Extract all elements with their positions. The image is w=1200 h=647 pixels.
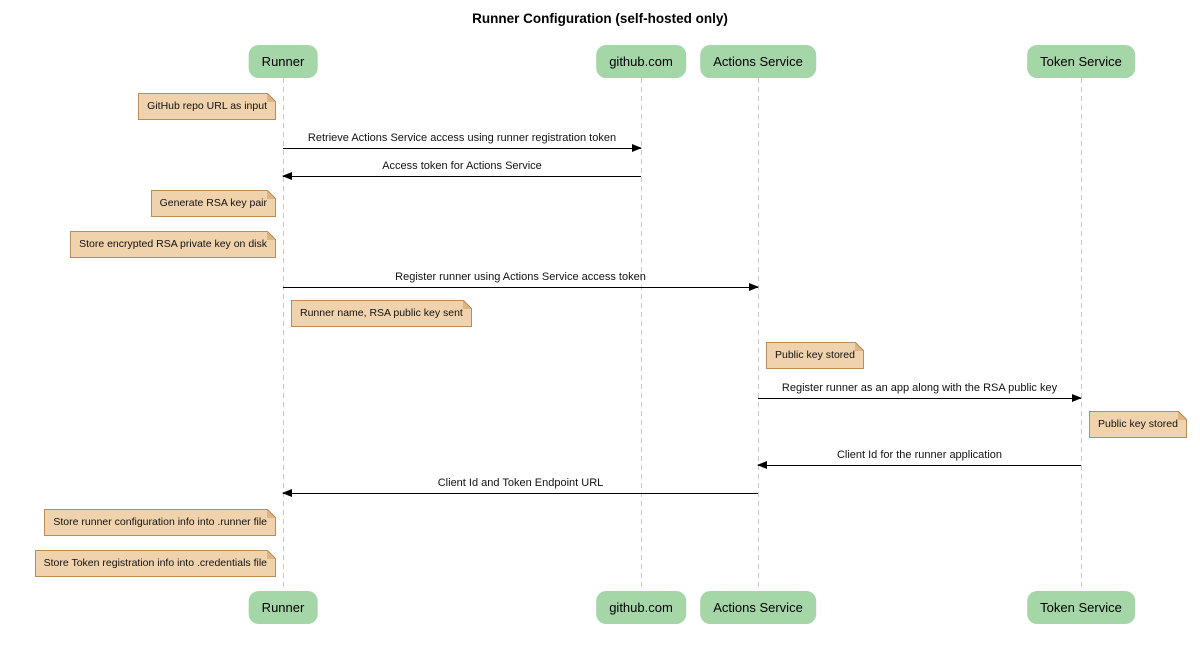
message-label: Retrieve Actions Service access using ru…: [307, 132, 617, 144]
message-line: [282, 489, 758, 497]
participant-runner-bottom: Runner: [248, 591, 318, 624]
arrowhead-left-icon: [282, 172, 292, 180]
message-arrow-register-runner: Register runner using Actions Service ac…: [283, 270, 759, 291]
diagram-title: Runner Configuration (self-hosted only): [472, 11, 728, 26]
participant-token-top: Token Service: [1027, 45, 1135, 78]
message-arrow-register-app: Register runner as an app along with the…: [758, 381, 1082, 402]
message-label: Access token for Actions Service: [382, 160, 542, 172]
participant-token-bottom: Token Service: [1027, 591, 1135, 624]
message-arrow-client-id-endpoint: Client Id and Token Endpoint URL: [282, 476, 758, 497]
arrowhead-right-icon: [1072, 394, 1082, 402]
message-arrow-retrieve-access: Retrieve Actions Service access using ru…: [283, 131, 642, 152]
message-line: [283, 283, 759, 291]
lifeline-runner: [283, 78, 284, 591]
participant-github-bottom: github.com: [596, 591, 686, 624]
note-github-repo-url: GitHub repo URL as input: [138, 93, 276, 120]
arrowhead-right-icon: [749, 283, 759, 291]
message-line: [758, 394, 1082, 402]
message-arrow-access-token: Access token for Actions Service: [282, 159, 641, 180]
message-label: Client Id for the runner application: [836, 449, 1003, 461]
participant-actions-bottom: Actions Service: [700, 591, 816, 624]
note-store-private-key: Store encrypted RSA private key on disk: [70, 231, 276, 258]
message-line: [757, 461, 1081, 469]
participant-github-top: github.com: [596, 45, 686, 78]
message-line: [283, 144, 642, 152]
message-label: Client Id and Token Endpoint URL: [437, 477, 604, 489]
note-public-key-token: Public key stored: [1089, 411, 1187, 438]
note-store-runner-file: Store runner configuration info into .ru…: [44, 509, 276, 536]
lifeline-github: [641, 78, 642, 591]
note-public-key-actions: Public key stored: [766, 342, 864, 369]
note-generate-rsa: Generate RSA key pair: [150, 190, 277, 217]
note-store-credentials: Store Token registration info into .cred…: [34, 550, 277, 577]
participant-runner-top: Runner: [248, 45, 318, 78]
message-label: Register runner as an app along with the…: [781, 382, 1058, 394]
arrowhead-left-icon: [757, 461, 767, 469]
lifeline-actions: [758, 78, 759, 591]
message-arrow-client-id: Client Id for the runner application: [757, 448, 1081, 469]
message-label: Register runner using Actions Service ac…: [395, 271, 646, 283]
message-line: [282, 172, 641, 180]
lifeline-token: [1081, 78, 1082, 591]
arrowhead-right-icon: [632, 144, 642, 152]
participant-actions-top: Actions Service: [700, 45, 816, 78]
note-runner-name-sent: Runner name, RSA public key sent: [291, 300, 472, 327]
arrowhead-left-icon: [282, 489, 292, 497]
